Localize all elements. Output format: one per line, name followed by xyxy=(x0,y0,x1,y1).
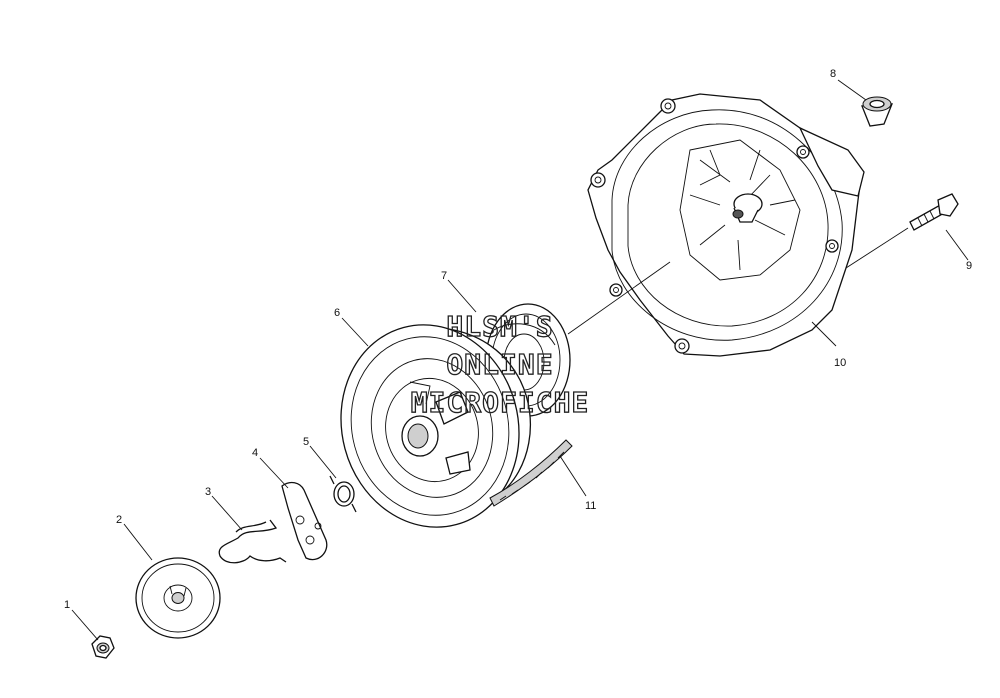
callout-3: 3 xyxy=(205,486,211,498)
part-5-spring xyxy=(329,475,357,513)
callout-11: 11 xyxy=(585,500,596,512)
callout-4: 4 xyxy=(252,447,258,459)
watermark-line-2: ONLINE xyxy=(446,348,553,381)
callout-9: 9 xyxy=(966,260,972,272)
callout-10: 10 xyxy=(834,357,846,369)
callout-5: 5 xyxy=(303,436,309,448)
part-3-spring-clip xyxy=(218,519,287,564)
callout-6: 6 xyxy=(334,307,340,319)
watermark-line-3: MICROFICHE xyxy=(411,386,590,419)
callout-labels: 1 2 3 4 5 6 7 8 9 10 11 xyxy=(64,68,972,611)
callout-2: 2 xyxy=(116,514,122,526)
part-11-rope xyxy=(489,439,573,507)
part-8-bushing xyxy=(861,96,893,127)
watermark-line-1: HLSM'S xyxy=(446,310,553,343)
callout-1: 1 xyxy=(64,599,70,611)
watermark: HLSM'S ONLINE MICROFICHE xyxy=(410,309,590,419)
part-1-nut xyxy=(91,635,115,659)
part-10-recoil-housing xyxy=(587,93,865,357)
part-4-pawl xyxy=(281,481,328,561)
callout-7: 7 xyxy=(441,270,447,282)
part-9-bolt xyxy=(909,193,959,231)
part-2-friction-plate xyxy=(135,557,221,639)
part-6-pulley xyxy=(340,324,532,528)
leader-lines xyxy=(71,79,969,641)
callout-8: 8 xyxy=(830,68,836,80)
